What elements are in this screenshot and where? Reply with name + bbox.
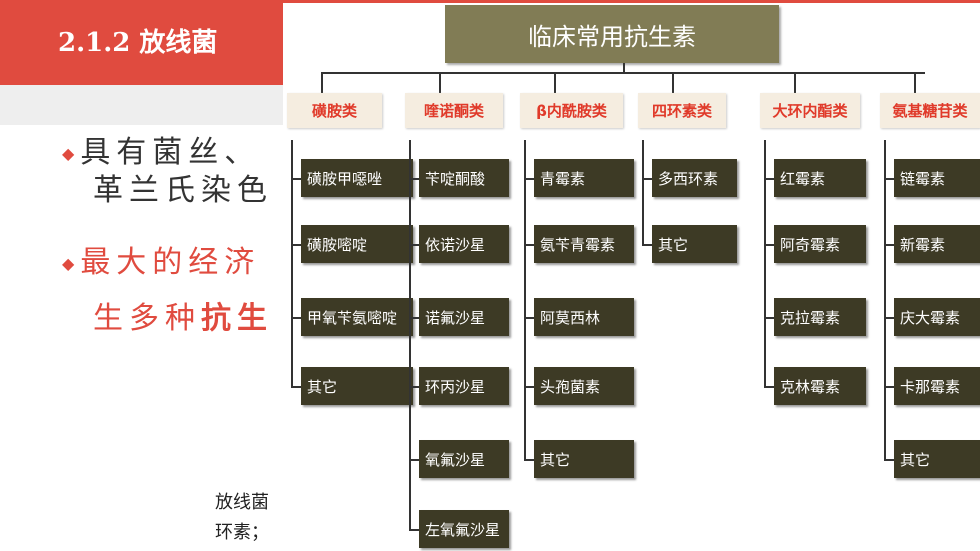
item-connector [524,459,534,461]
drug-box: 左氧氟沙星 [419,510,509,548]
category-spine [764,140,766,387]
item-connector [884,459,894,461]
item-connector [764,317,774,319]
top-accent-line [283,0,980,3]
item-connector [291,244,301,246]
item-connector [884,244,894,246]
category-box: 磺胺类 [287,93,382,128]
drug-box: 甲氧苄氨嘧啶 [301,298,413,336]
category-connector [439,72,441,93]
drug-box: 磺胺嘧啶 [301,225,413,263]
drug-box: 红霉素 [774,159,866,197]
drug-box: 磺胺甲噁唑 [301,159,413,197]
category-spine [409,140,411,530]
category-connector [554,72,556,93]
item-connector [884,178,894,180]
item-connector [524,317,534,319]
item-connector [764,386,774,388]
drug-box: 青霉素 [534,159,634,197]
diamond-bullet-icon: ◆ [62,143,75,163]
item-connector [642,178,652,180]
drug-box: 克拉霉素 [774,298,866,336]
drug-box: 新霉素 [894,225,980,263]
item-connector [409,244,419,246]
drug-box: 其它 [894,440,980,478]
drug-box: 诺氟沙星 [419,298,509,336]
bullet-2-line-2b: 抗生 [201,301,273,336]
drug-box: 环丙沙星 [419,367,509,405]
item-connector [524,178,534,180]
bullet-1-line-2: 革兰氏染色 [93,173,273,208]
diamond-bullet-icon: ◆ [62,253,75,273]
drug-box: 氨苄青霉素 [534,225,634,263]
drug-box: 阿奇霉素 [774,225,866,263]
drug-box: 链霉素 [894,159,980,197]
root-node: 临床常用抗生素 [445,5,779,63]
footnote-line-1: 放线菌 [215,492,269,513]
category-connector [321,72,323,93]
item-connector [291,386,301,388]
drug-box: 庆大霉素 [894,298,980,336]
item-connector [409,178,419,180]
category-spine [291,140,293,387]
drug-box: 克林霉素 [774,367,866,405]
slide-title: 2.1.2 放线菌 [58,28,218,58]
item-connector [409,386,419,388]
item-connector [764,178,774,180]
item-connector [409,459,419,461]
drug-box: 多西环素 [652,159,737,197]
item-connector [884,317,894,319]
footnote-line-2: 环素； [215,522,269,543]
root-connector [623,63,625,73]
antibiotic-tree-diagram: 临床常用抗生素 磺胺类磺胺甲噁唑磺胺嘧啶甲氧苄氨嘧啶其它喹诺酮类苄啶酮酸依诺沙星… [283,0,980,551]
item-connector [409,317,419,319]
item-connector [764,244,774,246]
category-box: 四环素类 [638,93,726,128]
category-connector [672,72,674,93]
drug-box: 氧氟沙星 [419,440,509,478]
category-connector [794,72,796,93]
drug-box: 依诺沙星 [419,225,509,263]
category-connector [914,72,916,93]
item-connector [524,386,534,388]
item-connector [291,317,301,319]
category-spine [524,140,526,460]
drug-box: 其它 [301,367,413,405]
bullet-2: ◆最大的经济 [62,244,260,283]
drug-box: 其它 [534,440,634,478]
bullet-1-line-1: 具有菌丝、 [80,135,261,170]
bullet-2-line-2: 生多种抗生 [93,300,273,338]
drug-box: 卡那霉素 [894,367,980,405]
item-connector [884,386,894,388]
category-box: β内酰胺类 [520,93,623,128]
category-box: 大环内酯类 [760,93,860,128]
category-box: 氨基糖苷类 [880,93,980,128]
item-connector [642,244,652,246]
bullet-1: ◆具有菌丝、 [62,134,260,173]
bullet-2-line-1: 最大的经济 [80,245,261,280]
drug-box: 阿莫西林 [534,298,634,336]
category-spine [642,140,644,245]
drug-box: 其它 [652,225,737,263]
drug-box: 头孢菌素 [534,367,634,405]
item-connector [409,529,419,531]
item-connector [524,244,534,246]
category-bar [321,72,925,74]
drug-box: 苄啶酮酸 [419,159,509,197]
bullet-2-line-2a: 生多种 [93,301,201,336]
item-connector [291,178,301,180]
category-box: 喹诺酮类 [405,93,503,128]
category-spine [884,140,886,460]
